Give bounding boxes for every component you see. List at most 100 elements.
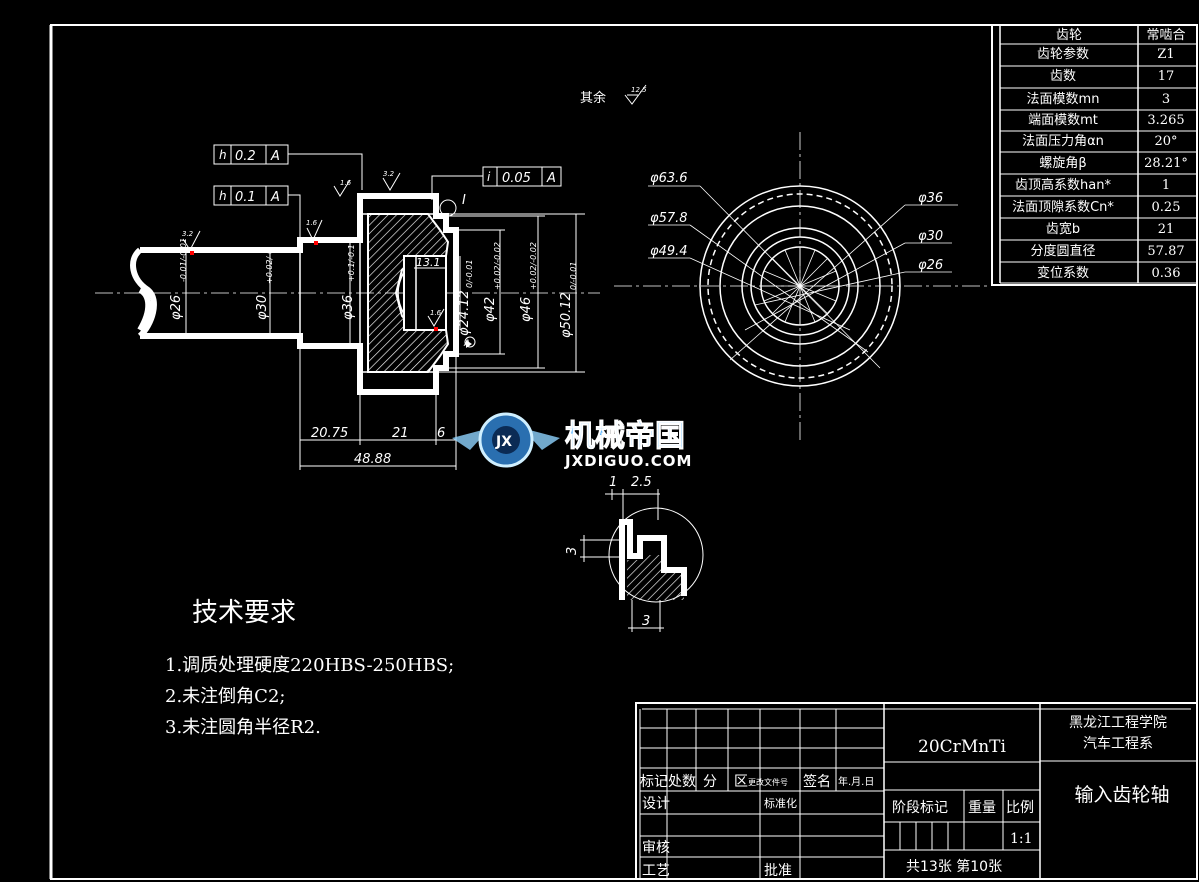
- svg-text:3.2: 3.2: [383, 170, 395, 178]
- svg-text:2.5: 2.5: [631, 475, 652, 490]
- roughness-other-label: 其余: [580, 90, 606, 106]
- svg-text:签名: 签名: [803, 773, 831, 790]
- svg-text:标准化: 标准化: [764, 796, 797, 810]
- svg-text:3.2: 3.2: [182, 230, 194, 238]
- watermark-name: 机械帝国: [565, 419, 685, 454]
- tolerance-frame-1: h 0.2 A: [213, 144, 363, 190]
- svg-text:φ36: φ36: [918, 191, 943, 206]
- shaft-side-view: 3.2 1.6 1.6 3.2 1.6 I A 13.1 φ26 -0.01/-…: [95, 170, 600, 470]
- svg-text:A: A: [270, 190, 280, 205]
- svg-text:i: i: [487, 170, 491, 184]
- svg-text:48.88: 48.88: [354, 452, 391, 467]
- gear-param-value: 0.36: [1152, 266, 1181, 281]
- diameter-dimensions: φ26 -0.01/-0.01 φ30 +0.02/-0 φ36 +0.1/-0…: [169, 213, 585, 373]
- svg-text:分: 分: [703, 774, 717, 790]
- gear-param-value: 3: [1162, 92, 1170, 107]
- svg-text:φ42: φ42: [483, 297, 498, 322]
- svg-text:φ30: φ30: [255, 295, 270, 320]
- gear-end-view: φ63.6 φ57.8 φ49.4 φ36 φ30 φ26: [614, 132, 990, 440]
- svg-text:比例: 比例: [1006, 800, 1034, 816]
- tech-title: 技术要求: [192, 598, 296, 628]
- gear-param-value: 57.87: [1147, 244, 1184, 259]
- gear-param-label: 法面顶隙系数Cn*: [1012, 200, 1114, 215]
- gear-param-value: 1: [1162, 178, 1170, 193]
- svg-text:1.6: 1.6: [306, 219, 318, 227]
- detail-marker: I: [462, 193, 466, 208]
- svg-text:φ24.12: φ24.12: [457, 290, 472, 336]
- gear-param-label: 齿宽b: [1046, 221, 1080, 237]
- svg-text:齿轮: 齿轮: [1056, 28, 1082, 43]
- svg-text:3: 3: [565, 547, 580, 555]
- gear-param-value: 28.21°: [1144, 156, 1188, 171]
- svg-text:21: 21: [392, 426, 409, 441]
- tolerance-frame-2: h 0.1 A: [213, 185, 301, 240]
- svg-text:处数: 处数: [668, 774, 696, 790]
- roughness-marks: 3.2 1.6 1.6 3.2 1.6: [182, 170, 445, 331]
- svg-text:h: h: [219, 189, 227, 203]
- svg-text:设计: 设计: [642, 796, 670, 812]
- svg-text:+0.1/-0.1: +0.1/-0.1: [347, 244, 356, 282]
- svg-text:A: A: [270, 149, 280, 164]
- svg-text:φ46: φ46: [519, 297, 534, 322]
- svg-text:+0.02/-0: +0.02/-0: [265, 249, 274, 284]
- school: 黑龙江工程学院: [1069, 715, 1167, 731]
- datum-marker: A: [463, 339, 470, 349]
- svg-text:工艺: 工艺: [642, 863, 670, 879]
- gear-param-value: 3.265: [1147, 113, 1184, 128]
- svg-text:6: 6: [437, 426, 445, 441]
- gear-param-label: 分度圆直径: [1030, 243, 1095, 259]
- title-block: 20CrMnTi 黑龙江工程学院 汽车工程系 输入齿轮轴 标记 处数 分 区 更…: [635, 702, 1198, 880]
- roughness-other-value: 12.5: [631, 86, 647, 94]
- tolerance-frame-3: i 0.05 A: [431, 166, 562, 200]
- gear-param-label: 齿数: [1050, 69, 1076, 84]
- material: 20CrMnTi: [918, 737, 1006, 757]
- gear-param-label: 法面压力角αn: [1022, 134, 1104, 149]
- svg-text:区: 区: [734, 774, 748, 790]
- svg-text:重量: 重量: [968, 800, 996, 816]
- tech-item: 3.未注圆角半径R2.: [165, 717, 321, 738]
- svg-text:审核: 审核: [642, 840, 670, 856]
- svg-text:h: h: [219, 148, 227, 162]
- detail-view-i: 1 2.5 3 3: [565, 475, 704, 632]
- svg-text:年.月.日: 年.月.日: [838, 775, 874, 788]
- scale-value: 1:1: [1010, 831, 1033, 847]
- gear-param-label: 螺旋角β: [1039, 156, 1086, 171]
- svg-text:1: 1: [609, 475, 617, 490]
- gear-param-label: 变位系数: [1037, 265, 1089, 281]
- svg-text:0.1: 0.1: [235, 190, 256, 205]
- svg-text:A: A: [546, 171, 556, 186]
- sheet-count: 共13张 第10张: [906, 858, 1002, 875]
- watermark-url: JXDIGUO.COM: [564, 452, 692, 470]
- svg-text:φ26: φ26: [169, 295, 184, 320]
- svg-text:20.75: 20.75: [311, 426, 348, 441]
- roughness-other: 其余 12.5: [580, 84, 647, 106]
- gear-param-value: 17: [1158, 69, 1175, 84]
- svg-text:φ26: φ26: [918, 258, 943, 273]
- svg-text:常啮合: 常啮合: [1146, 28, 1185, 43]
- svg-text:0/-0.01: 0/-0.01: [465, 260, 474, 288]
- gear-param-value: 21: [1158, 222, 1175, 237]
- department: 汽车工程系: [1083, 735, 1153, 752]
- gear-param-value: 20°: [1154, 134, 1177, 149]
- length-dimensions: 20.75 21 6 48.88: [299, 346, 457, 470]
- svg-text:1.6: 1.6: [340, 179, 352, 187]
- svg-text:+0.02/-0.02: +0.02/-0.02: [493, 242, 502, 290]
- tech-item: 1.调质处理硬度220HBS-250HBS;: [165, 655, 454, 676]
- svg-text:0.2: 0.2: [235, 149, 256, 164]
- svg-text:φ30: φ30: [918, 229, 943, 244]
- svg-text:+0.02/-0.02: +0.02/-0.02: [529, 242, 538, 290]
- svg-text:φ36: φ36: [341, 295, 356, 320]
- gear-param-label: 端面模数mt: [1028, 113, 1098, 128]
- svg-text:批准: 批准: [764, 863, 792, 879]
- gear-param-label: 齿轮参数: [1037, 46, 1089, 62]
- gear-param-value: Z1: [1157, 47, 1174, 62]
- svg-text:-0.01/-0.01: -0.01/-0.01: [179, 238, 188, 282]
- part-name: 输入齿轮轴: [1074, 784, 1169, 806]
- technical-requirements: 技术要求 1.调质处理硬度220HBS-250HBS; 2.未注倒角C2; 3.…: [165, 598, 454, 738]
- svg-text:0.05: 0.05: [502, 171, 531, 186]
- svg-text:JX: JX: [495, 434, 512, 450]
- svg-text:13.1: 13.1: [416, 256, 441, 269]
- svg-text:标记: 标记: [640, 774, 668, 790]
- svg-text:更改文件号: 更改文件号: [748, 777, 788, 787]
